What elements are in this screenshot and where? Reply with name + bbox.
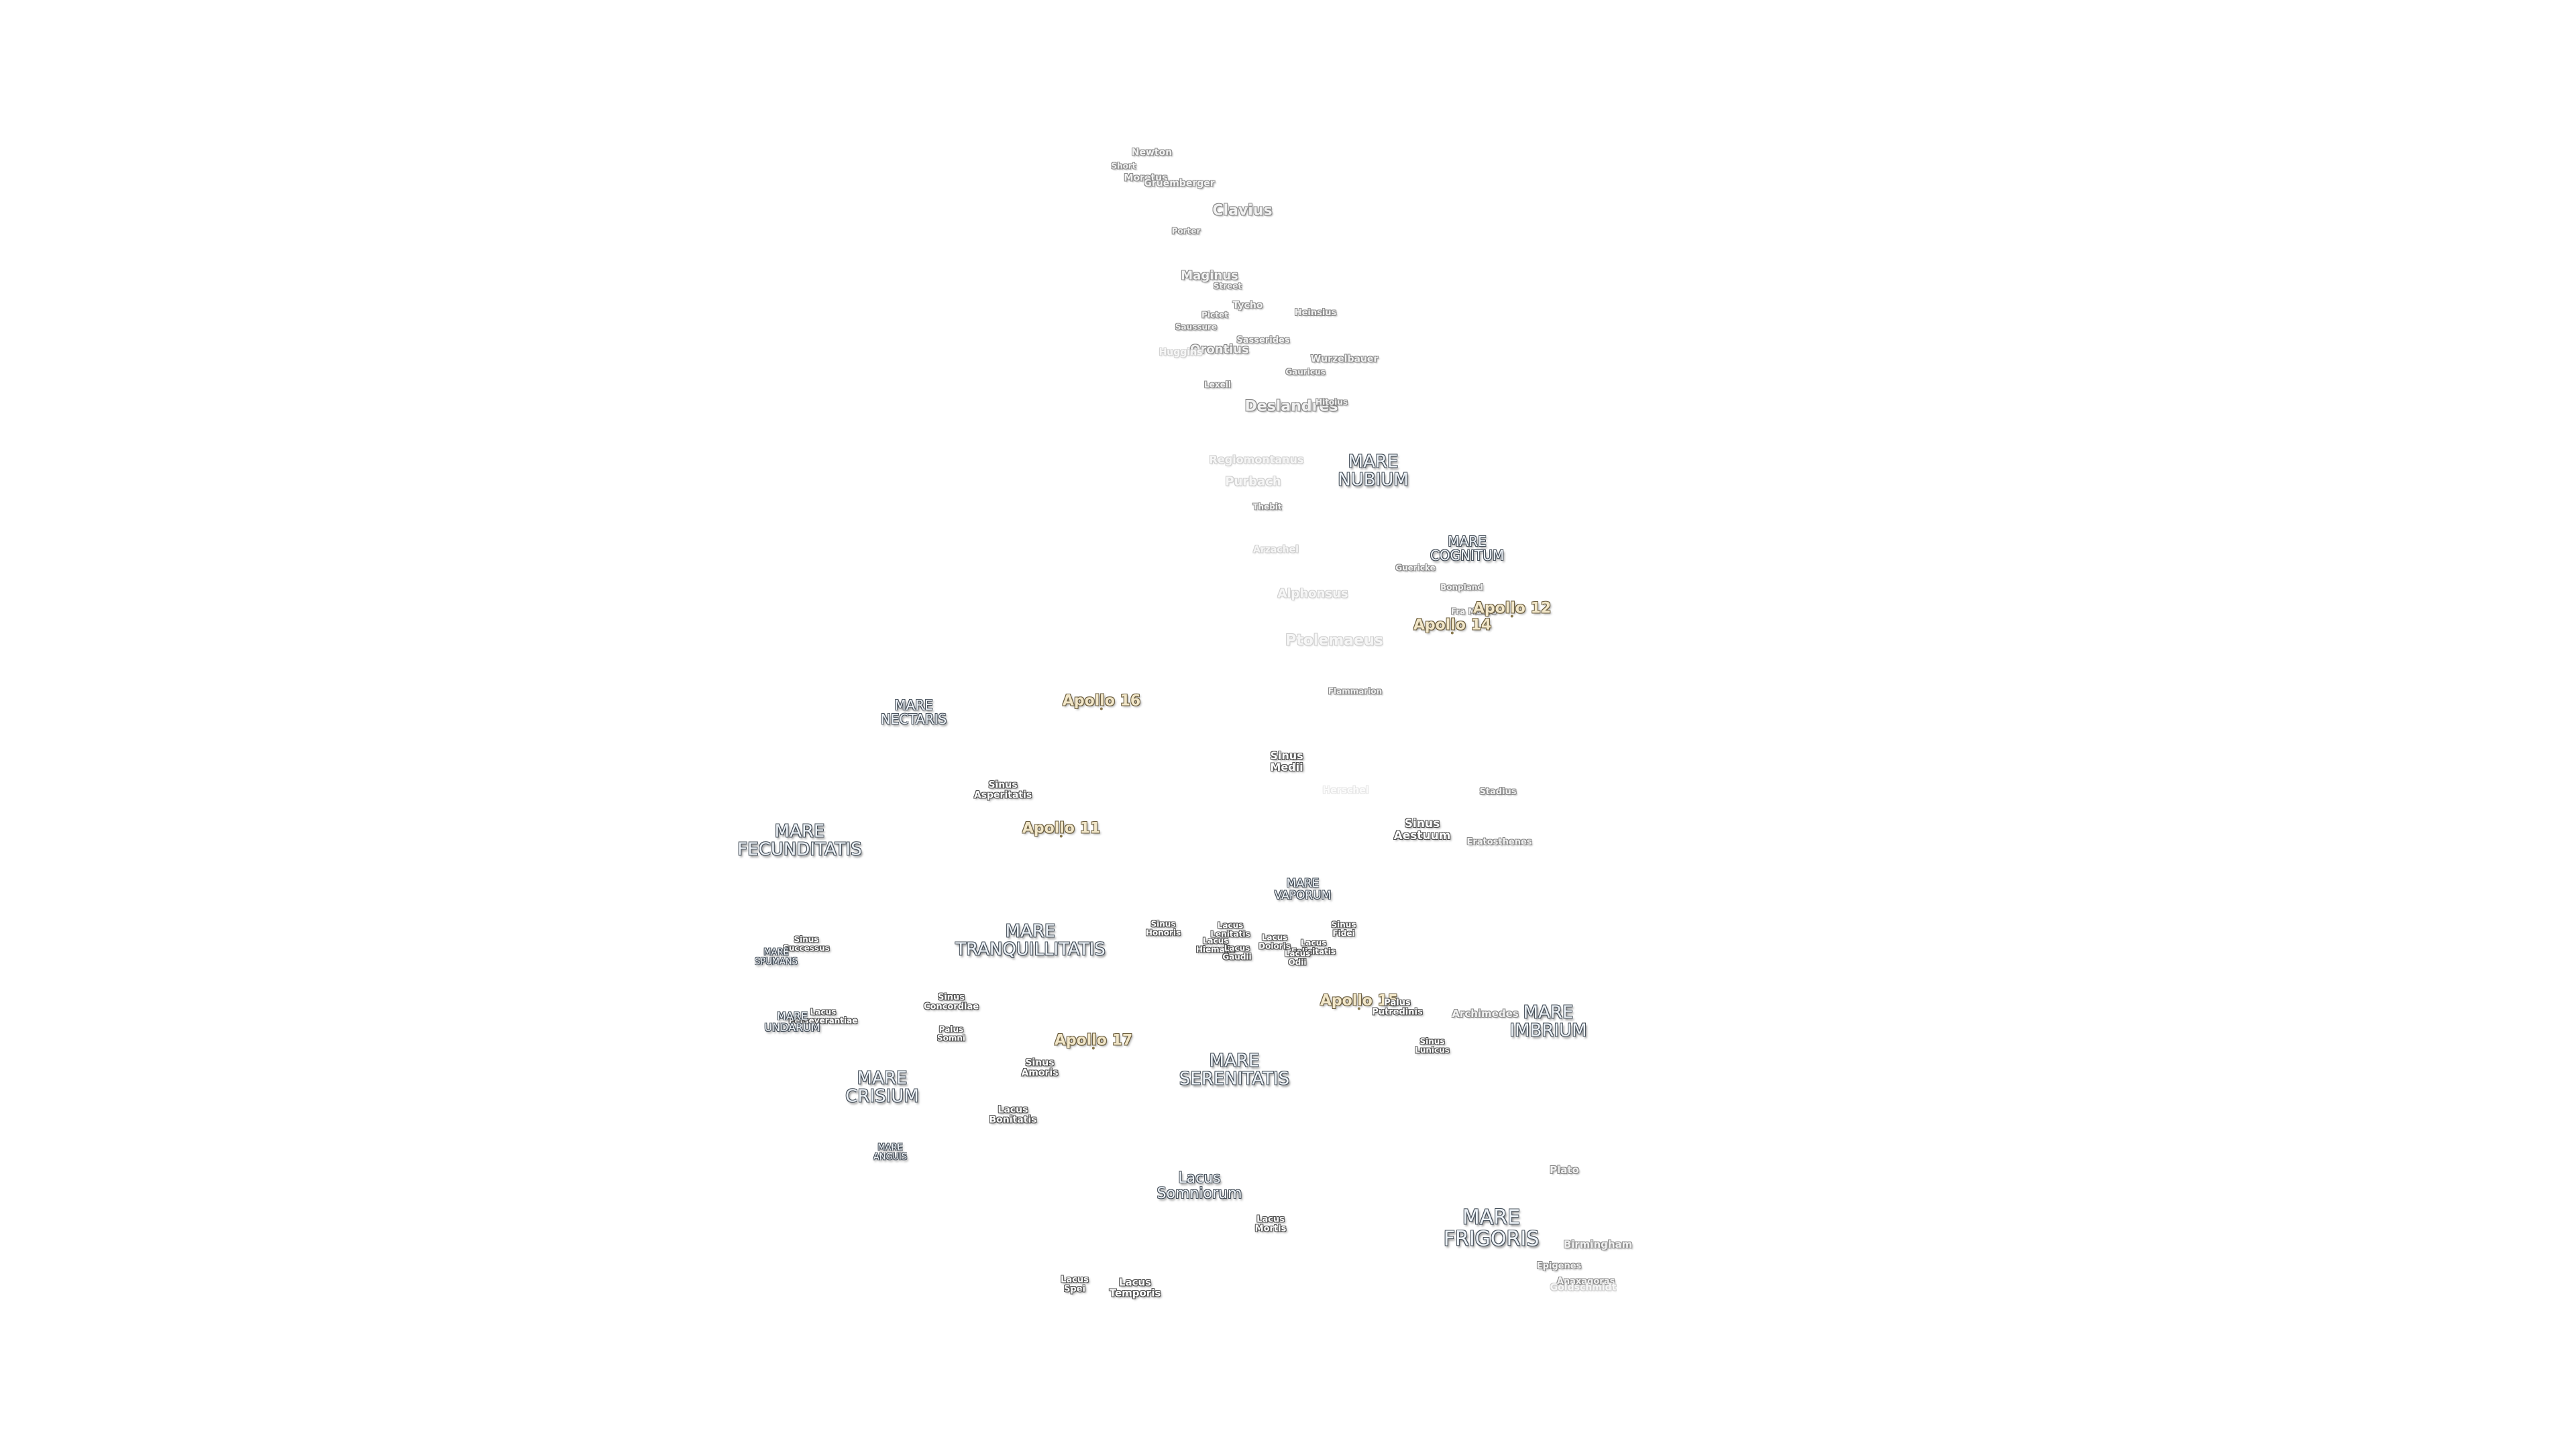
crater-label-plato: Plato xyxy=(1550,1164,1579,1177)
lacus-label-mortis: Lacus Mortis xyxy=(1254,1214,1287,1234)
mare-label-crisium: MARE CRISIUM xyxy=(845,1068,919,1107)
sinus-label-fidei: Sinus Fidei xyxy=(1331,920,1356,938)
crater-label-guericke: Guericke xyxy=(1395,563,1436,573)
apollo-16-landing-label: Apollo 16 xyxy=(1062,692,1141,710)
sinus-label-medii: Sinus Medii xyxy=(1270,749,1303,773)
crater-label-fra-mauro: Fra Mauro xyxy=(1450,606,1497,616)
mare-label-anguis: MARE ANGUIS xyxy=(873,1142,908,1162)
mare-label-spumans: MARE SPUMANS xyxy=(755,947,798,967)
mare-label-cognitum: MARE COGNITUM xyxy=(1430,533,1505,564)
crater-label-saussure: Saussure xyxy=(1175,322,1218,332)
apollo-12-landing-label: Apollo 12 xyxy=(1472,600,1552,618)
crater-label-huggins: Huggins xyxy=(1159,347,1203,358)
crater-label-sasserides: Sasserides xyxy=(1236,335,1290,346)
crater-label-gauricus: Gauricus xyxy=(1285,367,1326,377)
crater-label-deslandres: Deslandres xyxy=(1244,398,1338,415)
lacus-label-odii: Lacus Odii xyxy=(1284,949,1311,967)
lacus-label-perseverantiae: Lacus Perseverantiae xyxy=(788,1007,858,1025)
crater-label-birmingham: Birmingham xyxy=(1563,1238,1633,1251)
crater-label-bonpland: Bonpland xyxy=(1440,582,1483,592)
palus-label-putredinis: Palus Putredinis xyxy=(1372,998,1423,1017)
sinus-label-aestuum: Sinus Aestuum xyxy=(1393,817,1451,843)
palus-label-somni: Palus Somni xyxy=(936,1024,966,1042)
crater-label-archimedes: Archimedes xyxy=(1452,1008,1519,1020)
sinus-label-successus: Sinus Successus xyxy=(783,934,830,953)
crater-label-orontius: Orontius xyxy=(1190,342,1249,357)
crater-label-eratosthenes: Eratosthenes xyxy=(1466,837,1532,848)
crater-label-moretus: Moretus xyxy=(1124,172,1168,184)
crater-label-street: Street xyxy=(1213,281,1242,291)
crater-label-herschel: Herschel xyxy=(1322,785,1369,796)
sinus-label-honoris: Sinus Honoris xyxy=(1145,919,1181,937)
crater-label-stadius: Stadius xyxy=(1479,787,1517,798)
crater-label-arzachel: Arzachel xyxy=(1253,544,1299,555)
crater-label-wurzelbauer: Wurzelbauer xyxy=(1310,354,1379,365)
apollo-11-landing-label: Apollo 11 xyxy=(1022,820,1101,838)
mare-label-nectaris: MARE NECTARIS xyxy=(880,697,947,727)
apollo-15-landing-label: Apollo 15 xyxy=(1320,992,1399,1010)
crater-label-thebit: Thebit xyxy=(1252,502,1282,512)
crater-label-ptolemaeus: Ptolemaeus xyxy=(1285,632,1383,649)
sinus-label-amoris: Sinus Amoris xyxy=(1021,1057,1059,1078)
mare-label-nubium: MARE NUBIUM xyxy=(1338,451,1409,490)
crater-label-flammarion: Flammarion xyxy=(1328,686,1383,696)
lacus-label-somniorum: Lacus Somniorum xyxy=(1157,1169,1242,1202)
lacus-label-doloris: Lacus Doloris xyxy=(1258,932,1291,951)
crater-label-goldschmidt: Goldschmidt xyxy=(1550,1282,1617,1293)
mare-label-serenitatis: MARE SERENITATIS xyxy=(1179,1051,1290,1089)
mare-label-undarum: MARE UNDARUM xyxy=(764,1010,820,1034)
crater-label-lexell: Lexell xyxy=(1204,380,1231,390)
crater-label-tycho: Tycho xyxy=(1232,300,1263,311)
lacus-label-lenitatis: Lacus Lenitatis xyxy=(1210,920,1250,938)
crater-label-maginus: Maginus xyxy=(1181,268,1238,283)
crater-label-purbach: Purbach xyxy=(1225,474,1281,489)
crater-label-heinsius: Heinsius xyxy=(1294,308,1337,319)
mare-label-vaporum: MARE VAPORUM xyxy=(1274,877,1332,902)
lacus-label-felicitatis: Lacus Felicitatis xyxy=(1291,938,1336,956)
mare-label-imbrium: MARE IMBRIUM xyxy=(1509,1002,1587,1041)
crater-label-clavius: Clavius xyxy=(1212,202,1273,219)
crater-label-short: Short xyxy=(1111,161,1136,171)
lacus-label-temporis: Lacus Temporis xyxy=(1109,1276,1161,1299)
lacus-label-bonitatis: Lacus Bonitatis xyxy=(989,1104,1037,1125)
lacus-label-spei: Lacus Spei xyxy=(1061,1275,1089,1294)
crater-label-regiomontanus: Regiomontanus xyxy=(1209,453,1304,466)
sinus-label-asperitatis: Sinus Asperitatis xyxy=(973,780,1032,800)
mare-label-tranquillitatis: MARE TRANQUILLITATIS xyxy=(955,921,1106,960)
apollo-14-landing-label: Apollo 14 xyxy=(1413,616,1492,635)
lacus-label-hiemalis: Lacus Hiemalis xyxy=(1195,936,1236,954)
crater-label-pictet: Pictet xyxy=(1201,310,1228,320)
crater-label-hitoius: Hitoius xyxy=(1316,397,1348,407)
mare-label-fecunditatis: MARE FECUNDITATIS xyxy=(737,821,862,860)
crater-label-newton: Newton xyxy=(1131,147,1173,158)
apollo-17-landing-label: Apollo 17 xyxy=(1054,1032,1133,1050)
sinus-label-concordiae: Sinus Concordiae xyxy=(923,992,979,1012)
crater-label-anaxagoras: Anaxagoras xyxy=(1556,1277,1615,1287)
crater-label-porter: Porter xyxy=(1171,226,1201,236)
crater-label-epigenes: Epigenes xyxy=(1536,1261,1582,1272)
sinus-label-lunicus: Sinus Lunicus xyxy=(1415,1036,1450,1055)
mare-label-frigoris: MARE FRIGORIS xyxy=(1443,1205,1540,1250)
lacus-label-gaudii: Lacus Gaudii xyxy=(1222,943,1252,961)
crater-label-alphonsus: Alphonsus xyxy=(1277,586,1348,601)
crater-label-gruemberger: Gruemberger xyxy=(1144,178,1215,189)
